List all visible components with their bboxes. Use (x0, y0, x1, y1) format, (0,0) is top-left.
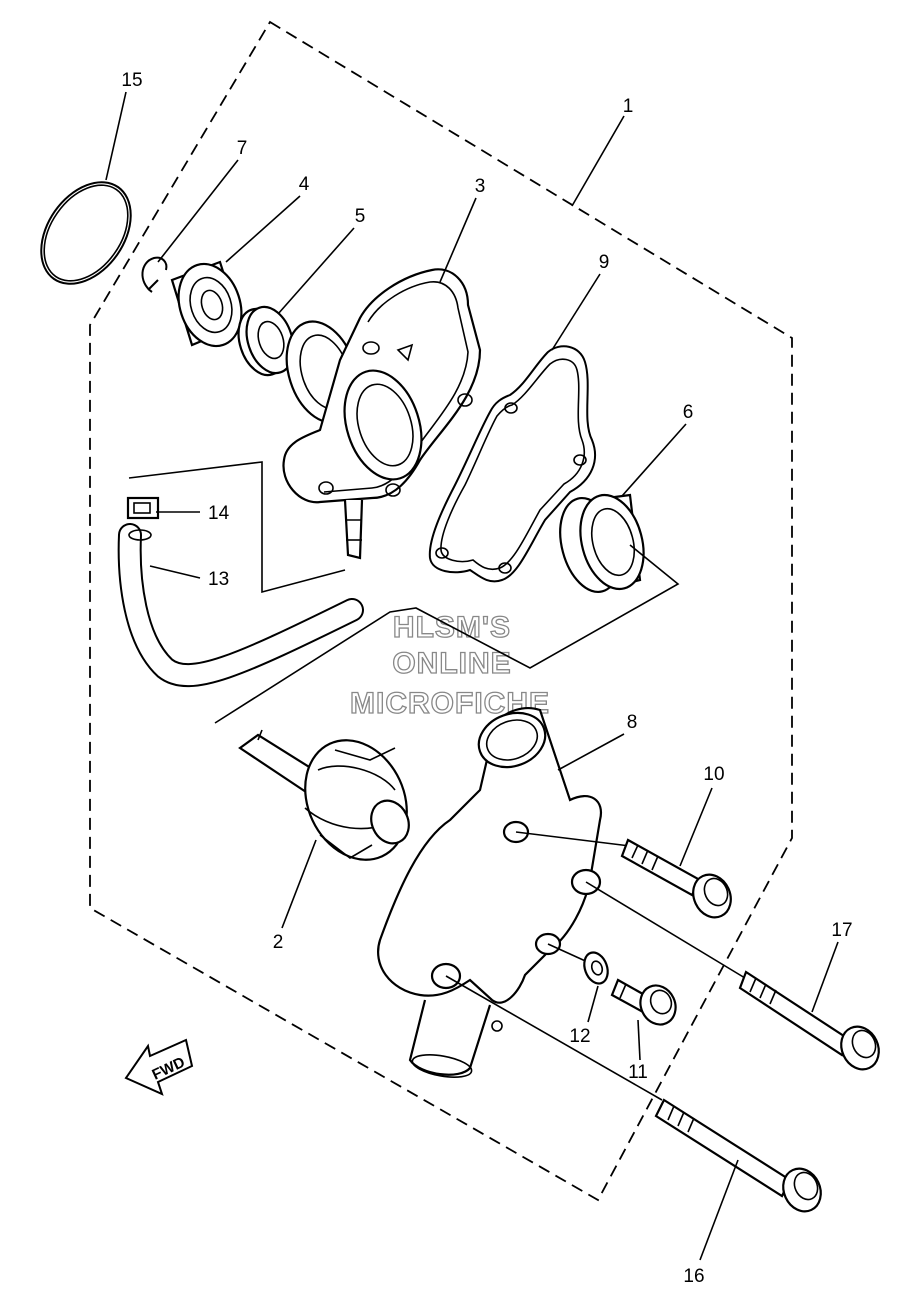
callout-14: 14 (208, 503, 230, 524)
callout-7: 7 (237, 138, 248, 159)
callout-leaders (105, 91, 839, 1261)
assembly-line-bolt-16 (445, 975, 663, 1101)
callout-12: 12 (569, 1026, 590, 1047)
callout-5: 5 (355, 206, 366, 227)
part-3-pump-housing (282, 268, 482, 560)
part-11-short-bolt (610, 978, 677, 1026)
assembly-line-bolt-17 (585, 881, 746, 979)
part-14-hose-clamp (126, 496, 160, 520)
callout-3: 3 (475, 176, 486, 197)
part-9-gasket (428, 345, 596, 583)
callout-11: 11 (628, 1062, 648, 1083)
part-17-long-bolt (738, 970, 880, 1071)
assembly-line-clamp (128, 461, 346, 594)
callout-2: 2 (273, 932, 284, 953)
callout-labels: 15 7 4 5 3 1 9 6 14 13 8 10 2 17 12 11 1… (121, 70, 852, 1287)
assembly-boundary-dashed (89, 20, 793, 1202)
part-13-hose (117, 523, 364, 688)
part-15-o-ring (40, 181, 132, 285)
callout-8: 8 (627, 712, 638, 733)
part-7-circlip (141, 256, 168, 293)
callout-4: 4 (299, 174, 310, 195)
callout-16: 16 (683, 1266, 704, 1287)
callout-1: 1 (623, 96, 634, 117)
assembly-line-bolt-10 (515, 831, 631, 847)
callout-15: 15 (121, 70, 142, 91)
part-16-long-bolt (654, 1098, 822, 1213)
part-10-bolt (620, 838, 732, 919)
fwd-direction-arrow: FWD (124, 1038, 194, 1096)
watermark: HLSM'S ONLINE MICROFICHE (349, 610, 549, 720)
callout-13: 13 (208, 569, 229, 590)
callout-6: 6 (683, 402, 694, 423)
callout-9: 9 (599, 252, 610, 273)
callout-10: 10 (703, 764, 724, 785)
watermark-line-2: ONLINE (392, 647, 511, 680)
part-2-impeller (238, 729, 410, 861)
part-6-mechanical-seal (559, 493, 645, 594)
part-5-oil-seal (237, 305, 295, 377)
part-8-pump-cover (377, 707, 603, 1078)
assembly-line-impeller (214, 544, 680, 724)
callout-17: 17 (831, 920, 852, 941)
part-12-washer (583, 951, 609, 985)
